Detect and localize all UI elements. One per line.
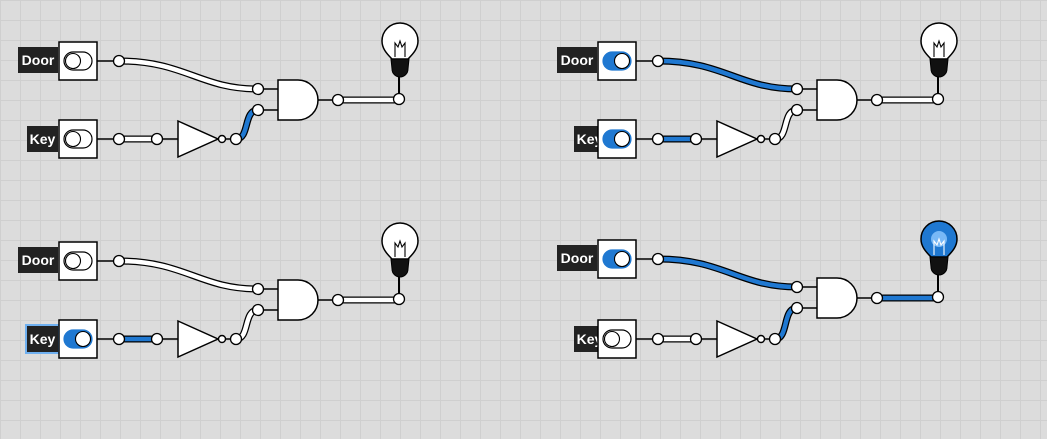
door-label-bg bbox=[18, 47, 58, 73]
wire-door[interactable] bbox=[116, 58, 261, 92]
key-label: Key bbox=[577, 331, 603, 347]
bulb-in-pin[interactable] bbox=[392, 292, 406, 306]
door-toggle-knob bbox=[64, 252, 82, 270]
wire-door[interactable] bbox=[655, 256, 800, 290]
and-gate[interactable] bbox=[816, 79, 858, 121]
not-out-pin[interactable] bbox=[229, 332, 243, 346]
door-label-bg bbox=[18, 247, 58, 273]
not-gate[interactable] bbox=[716, 319, 759, 359]
key-toggle-knob bbox=[603, 330, 621, 348]
not-gate[interactable] bbox=[177, 319, 220, 359]
light-bulb-icon-base bbox=[390, 58, 410, 78]
and-in-pin-1[interactable] bbox=[790, 82, 804, 96]
key-out-pin[interactable] bbox=[112, 332, 126, 346]
key-toggle-knob bbox=[64, 130, 82, 148]
door-label-bg bbox=[557, 47, 597, 73]
not-gate-bubble bbox=[756, 134, 766, 144]
key-out-pin[interactable] bbox=[651, 132, 665, 146]
light-bulb-icon-filament bbox=[933, 39, 945, 57]
light-bulb-icon-base bbox=[929, 256, 949, 276]
key-label-bg bbox=[27, 126, 58, 152]
door-out-pin[interactable] bbox=[112, 54, 126, 68]
bulb-in-pin[interactable] bbox=[931, 92, 945, 106]
bulb-in-pin[interactable] bbox=[392, 92, 406, 106]
not-in-pin[interactable] bbox=[689, 332, 703, 346]
and-in-pin-1[interactable] bbox=[251, 82, 265, 96]
key-out-pin[interactable] bbox=[112, 132, 126, 146]
not-in-pin[interactable] bbox=[150, 332, 164, 346]
and-in-pin-1[interactable] bbox=[251, 282, 265, 296]
not-gate-bubble bbox=[756, 334, 766, 344]
and-in-pin-2[interactable] bbox=[790, 103, 804, 117]
not-in-pin[interactable] bbox=[150, 132, 164, 146]
not-out-pin[interactable] bbox=[768, 132, 782, 146]
and-gate[interactable] bbox=[277, 79, 319, 121]
not-gate[interactable] bbox=[177, 119, 220, 159]
wire-door[interactable] bbox=[655, 58, 800, 92]
and-out-pin[interactable] bbox=[870, 93, 884, 107]
bulb-in-pin[interactable] bbox=[931, 290, 945, 304]
not-gate-bubble bbox=[217, 134, 227, 144]
and-in-pin-2[interactable] bbox=[790, 301, 804, 315]
not-out-pin[interactable] bbox=[768, 332, 782, 346]
light-bulb-icon-base bbox=[390, 258, 410, 278]
and-gate[interactable] bbox=[816, 277, 858, 319]
door-label-bg bbox=[557, 245, 597, 271]
key-label: Key bbox=[30, 131, 56, 147]
key-label: Key bbox=[577, 131, 603, 147]
key-toggle-knob bbox=[613, 130, 631, 148]
key-toggle-knob bbox=[74, 330, 92, 348]
and-in-pin-1[interactable] bbox=[790, 280, 804, 294]
wire-door[interactable] bbox=[116, 258, 261, 292]
door-label: Door bbox=[22, 252, 55, 268]
key-out-pin[interactable] bbox=[651, 332, 665, 346]
light-bulb-icon-filament bbox=[933, 237, 945, 255]
not-gate[interactable] bbox=[716, 119, 759, 159]
light-bulb-icon-filament bbox=[394, 39, 406, 57]
not-out-pin[interactable] bbox=[229, 132, 243, 146]
and-in-pin-2[interactable] bbox=[251, 303, 265, 317]
door-toggle-knob bbox=[613, 52, 631, 70]
light-bulb-icon-filament bbox=[394, 239, 406, 257]
and-out-pin[interactable] bbox=[870, 291, 884, 305]
and-gate[interactable] bbox=[277, 279, 319, 321]
door-label: Door bbox=[22, 52, 55, 68]
key-label-bg bbox=[27, 326, 58, 352]
door-toggle-knob bbox=[613, 250, 631, 268]
door-label: Door bbox=[561, 250, 594, 266]
door-out-pin[interactable] bbox=[651, 252, 665, 266]
door-toggle-knob bbox=[64, 52, 82, 70]
and-in-pin-2[interactable] bbox=[251, 103, 265, 117]
door-out-pin[interactable] bbox=[112, 254, 126, 268]
and-out-pin[interactable] bbox=[331, 93, 345, 107]
door-out-pin[interactable] bbox=[651, 54, 665, 68]
light-bulb-icon-base bbox=[929, 58, 949, 78]
not-in-pin[interactable] bbox=[689, 132, 703, 146]
door-label: Door bbox=[561, 52, 594, 68]
not-gate-bubble bbox=[217, 334, 227, 344]
key-label: Key bbox=[30, 331, 56, 347]
and-out-pin[interactable] bbox=[331, 293, 345, 307]
